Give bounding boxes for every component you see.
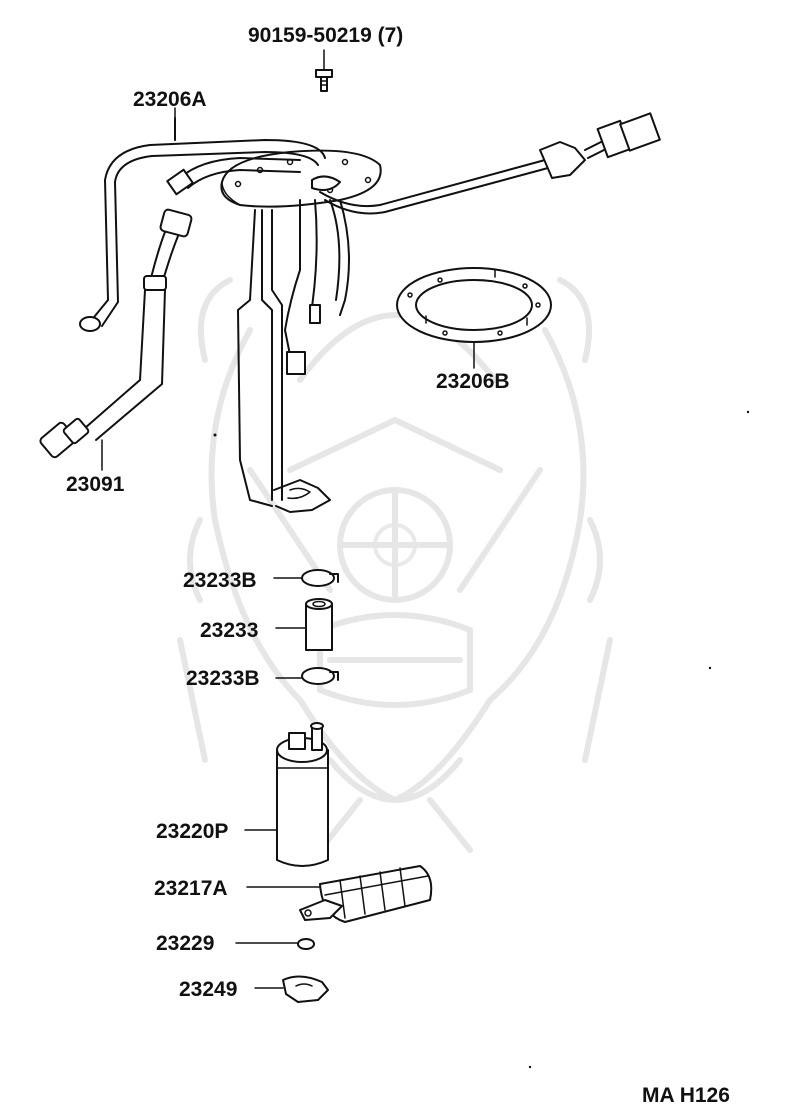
fuel-pump-part: [276, 722, 329, 867]
label-pump: 23220P: [156, 820, 228, 843]
label-damper: 23249: [179, 978, 237, 1001]
bolt-part: [315, 49, 333, 92]
watermark-logo: [177, 277, 613, 853]
leader-lines: [101, 107, 475, 989]
gasket-part: [396, 267, 552, 343]
label-filter: 23217A: [154, 877, 228, 900]
cushion-part: [297, 938, 315, 950]
label-cushion: 23229: [156, 932, 214, 955]
label-bolt: 90159-50219 (7): [248, 24, 403, 47]
label-clamp-top: 23233B: [183, 569, 257, 592]
label-diagram-code: MA H126: [642, 1084, 730, 1107]
hose-clamp-top: [301, 569, 339, 587]
fuel-hose-part: [39, 208, 193, 459]
damper-part: [282, 975, 329, 1003]
hose-clamp-bottom: [301, 667, 339, 685]
label-hose: 23091: [66, 473, 125, 496]
fuel-filter-part: [299, 865, 433, 923]
label-tube-assy: 23206A: [133, 88, 207, 111]
label-gasket: 23206B: [436, 370, 510, 393]
short-hose-part: [305, 598, 333, 651]
scan-specks: [213, 410, 750, 1069]
label-clamp-bottom: 23233B: [186, 667, 260, 690]
fuel-pump-tube-assembly: [79, 112, 661, 513]
label-hose-short: 23233: [200, 619, 258, 642]
